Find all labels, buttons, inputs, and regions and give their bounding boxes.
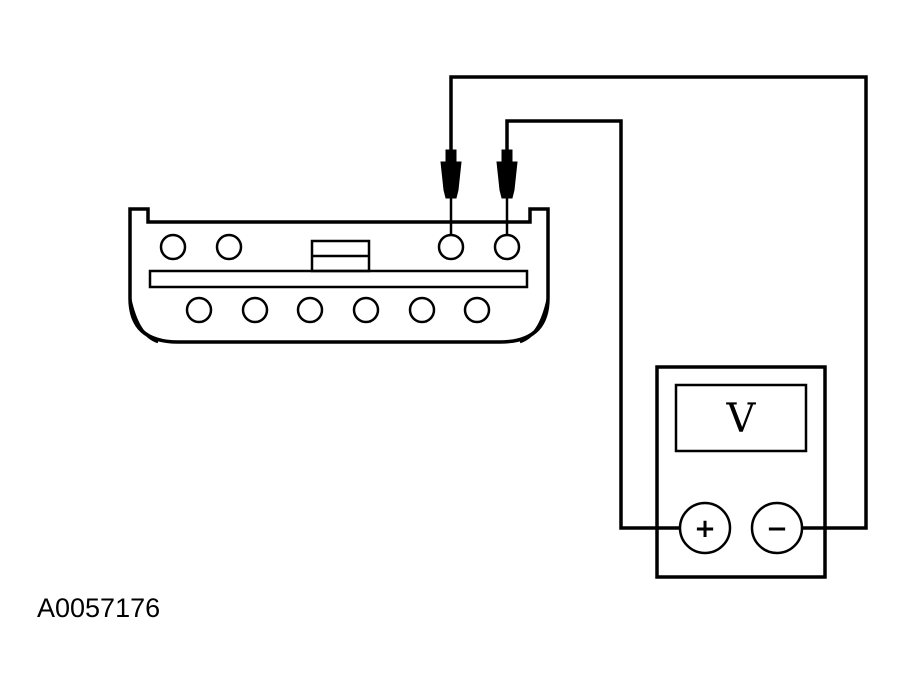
connector [128,207,550,344]
connector-center-rib [148,269,529,289]
connector-pin-test-positive [493,233,521,261]
connector-pin [296,296,324,324]
voltmeter-display-symbol: V [726,396,757,442]
voltmeter-positive-terminal [678,501,732,555]
connector-lower-inner-contour [128,297,550,344]
connector-pin [185,296,213,324]
connector-pin-test-negative [437,233,465,261]
test-probe-right [496,149,518,235]
connector-pin [408,296,436,324]
voltmeter-display [674,383,808,453]
voltmeter-negative-terminal [750,501,804,555]
positive-terminal-symbol: + [694,514,716,544]
test-probe-left [440,149,462,235]
connector-pin [215,233,243,261]
voltmeter-body [655,365,827,579]
connector-housing [128,207,550,344]
voltmeter: V + − [655,365,827,579]
connector-pin [159,233,187,261]
connector-pin [463,296,491,324]
negative-terminal-symbol: − [766,514,788,544]
connector-pin [241,296,269,324]
figure-id: A0057176 [37,593,160,623]
lead-wire-negative [449,75,868,530]
connector-pin [352,296,380,324]
lead-wire-positive [505,119,680,530]
